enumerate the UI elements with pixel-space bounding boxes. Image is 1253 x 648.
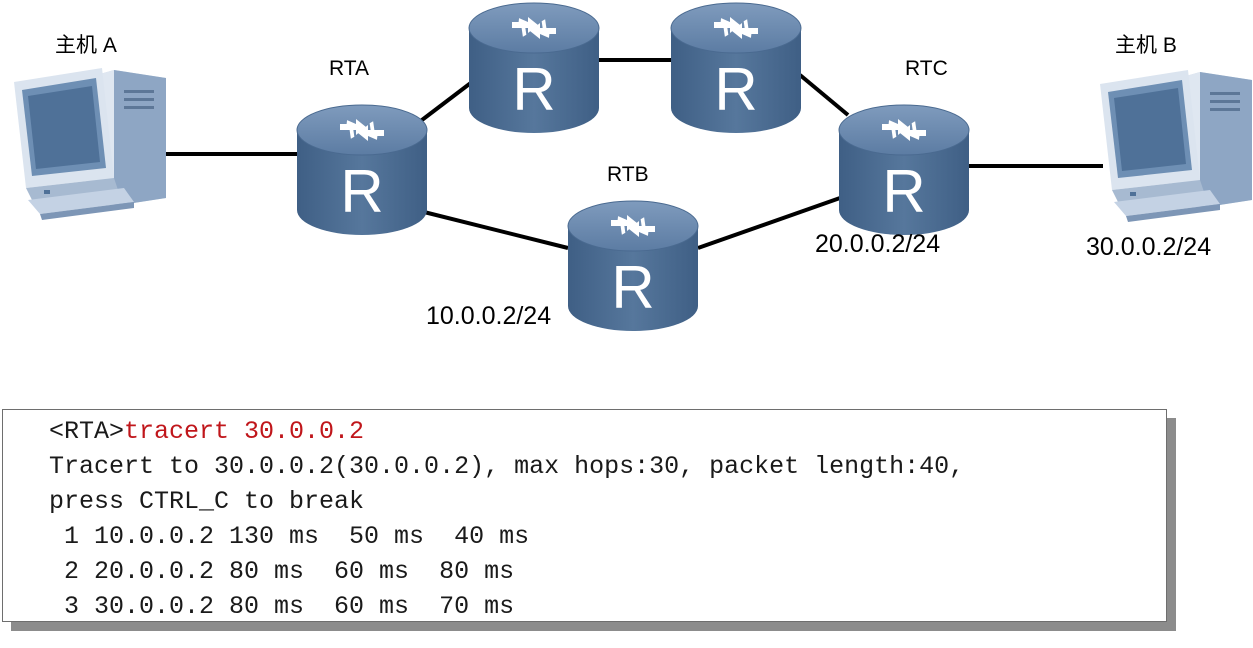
router-top1-glyph: R (512, 56, 555, 123)
router-rtb-glyph: R (611, 254, 654, 321)
terminal-text: <RTA>tracert 30.0.0.2 Tracert to 30.0.0.… (3, 410, 1166, 624)
terminal-line: 2 20.0.0.2 80 ms 60 ms 80 ms (49, 557, 515, 586)
router-rta-icon: R (297, 105, 427, 235)
router-rtb-ip: 10.0.0.2/24 (426, 302, 551, 330)
host-a-computer-icon (14, 68, 166, 220)
host-b-computer-icon (1100, 70, 1252, 222)
router-rta-glyph: R (340, 158, 383, 225)
router-top1-icon: R (469, 3, 599, 133)
terminal-line: Tracert to 30.0.0.2(30.0.0.2), max hops:… (49, 452, 965, 481)
terminal-line: 1 10.0.0.2 130 ms 50 ms 40 ms (49, 522, 530, 551)
router-top2-icon: R (671, 3, 801, 133)
link-rta-rtb (415, 208, 569, 250)
router-rtb-icon: R (568, 201, 698, 331)
host-b-ip: 30.0.0.2/24 (1086, 233, 1211, 261)
terminal-prompt: <RTA> (49, 417, 125, 446)
terminal-line: press CTRL_C to break (49, 487, 365, 516)
router-rta-name: RTA (329, 57, 369, 80)
terminal-line: 3 30.0.0.2 80 ms 60 ms 70 ms (49, 592, 515, 621)
host-a-label: 主机 A (55, 34, 117, 57)
terminal-command: tracert 30.0.0.2 (124, 417, 365, 446)
links (163, 58, 1103, 250)
router-rtc-name: RTC (905, 57, 948, 80)
terminal-output-panel: <RTA>tracert 30.0.0.2 Tracert to 30.0.0.… (2, 409, 1167, 622)
router-top2-glyph: R (714, 56, 757, 123)
router-rtc-ip: 20.0.0.2/24 (815, 230, 940, 258)
link-top2-rtc (798, 73, 850, 117)
router-rtb-name: RTB (607, 163, 649, 186)
link-rtb-rtc (697, 196, 841, 250)
router-rtc-icon: R (839, 105, 969, 235)
router-rtc-glyph: R (882, 158, 925, 225)
link-rta-top1 (416, 80, 474, 125)
host-b-label: 主机 B (1115, 34, 1177, 57)
